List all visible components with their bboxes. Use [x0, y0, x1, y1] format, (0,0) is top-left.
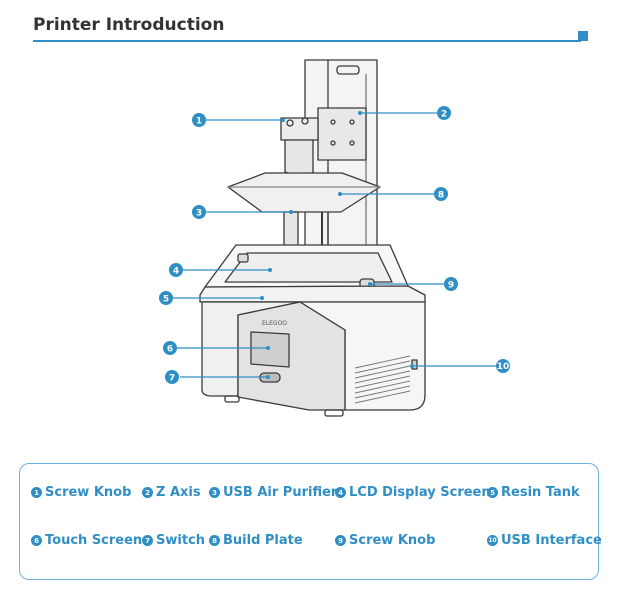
callout-7: 7 [165, 370, 179, 384]
callout-8: 8 [434, 187, 448, 201]
legend-item-5: 5 Resin Tank [487, 485, 580, 500]
callout-4: 4 [169, 263, 183, 277]
callout-3: 3 [192, 205, 206, 219]
legend-label: Resin Tank [501, 485, 580, 500]
legend-badge: 9 [335, 535, 346, 546]
printer-illustration: ELEGOO 1 2 3 4 5 6 7 8 9 10 [159, 59, 510, 417]
legend-badge: 8 [209, 535, 220, 546]
callout-1: 1 [192, 113, 206, 127]
z-carriage [317, 107, 367, 161]
legend-label: Screw Knob [45, 485, 132, 500]
touch-screen-shape [250, 331, 290, 368]
legend-item-4: 4 LCD Display Screen [335, 485, 491, 500]
callout-10: 10 [496, 359, 510, 373]
svg-text:7: 7 [169, 374, 175, 384]
legend-item-6: 6 Touch Screen [31, 533, 142, 548]
callout-9: 9 [444, 277, 458, 291]
svg-text:2: 2 [441, 110, 447, 120]
svg-text:1: 1 [196, 117, 202, 127]
svg-text:4: 4 [173, 267, 179, 277]
legend-item-10: 10 USB Interface [487, 533, 602, 548]
legend-item-2: 2 Z Axis [142, 485, 201, 500]
legend-label: Z Axis [156, 485, 201, 500]
legend-label: USB Air Purifier [223, 485, 338, 500]
svg-text:8: 8 [438, 191, 444, 201]
legend-badge: 4 [335, 487, 346, 498]
legend-item-9: 9 Screw Knob [335, 533, 435, 548]
legend-item-7: 7 Switch [142, 533, 205, 548]
callout-2: 2 [437, 106, 451, 120]
legend-item-1: 1 Screw Knob [31, 485, 131, 500]
legend-badge: 3 [209, 487, 220, 498]
svg-text:5: 5 [163, 295, 169, 305]
legend-label: Touch Screen [45, 533, 143, 548]
callout-5: 5 [159, 291, 173, 305]
legend-label: Switch [156, 533, 206, 548]
legend-badge: 1 [31, 487, 42, 498]
title-underline [33, 40, 581, 42]
title-accent-square [578, 31, 588, 41]
svg-text:9: 9 [448, 281, 454, 291]
legend-label: USB Interface [501, 533, 602, 548]
legend-badge: 2 [142, 487, 153, 498]
svg-text:10: 10 [497, 362, 510, 372]
legend-badge: 10 [487, 535, 498, 546]
legend-item-8: 8 Build Plate [209, 533, 303, 548]
legend-label: LCD Display Screen [349, 485, 491, 500]
front-panel [237, 301, 346, 411]
parts-legend [19, 463, 599, 580]
legend-badge: 6 [31, 535, 42, 546]
page-title: Printer Introduction [33, 15, 225, 35]
svg-text:6: 6 [167, 345, 173, 355]
svg-text:3: 3 [196, 209, 202, 219]
brand-label: ELEGOO [262, 320, 287, 327]
legend-badge: 5 [487, 487, 498, 498]
legend-badge: 7 [142, 535, 153, 546]
legend-item-3: 3 USB Air Purifier [209, 485, 337, 500]
callout-6: 6 [163, 341, 177, 355]
legend-label: Build Plate [223, 533, 303, 548]
legend-label: Screw Knob [349, 533, 436, 548]
